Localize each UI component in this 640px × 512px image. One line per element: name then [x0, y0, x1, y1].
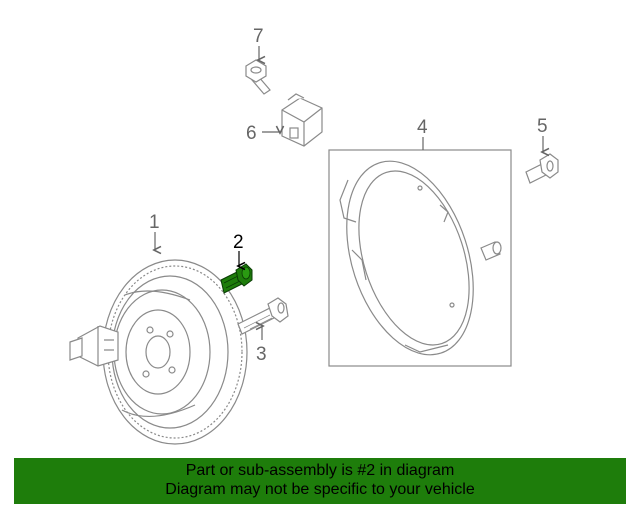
- callout-1: 1: [149, 212, 160, 233]
- callout-6: 6: [246, 123, 257, 144]
- callout-5: 5: [537, 116, 548, 137]
- info-banner: Part or sub-assembly is #2 in diagram Di…: [14, 458, 626, 504]
- banner-line-2: Diagram may not be specific to your vehi…: [165, 481, 475, 498]
- banner-line-1: Part or sub-assembly is #2 in diagram: [185, 462, 455, 479]
- bolt-part-3[interactable]: [237, 297, 289, 335]
- bolt-part-7[interactable]: [245, 59, 271, 95]
- bolt-part-2[interactable]: [220, 263, 253, 294]
- ring-gear-part-4[interactable]: [324, 145, 512, 371]
- callout-7: 7: [253, 26, 264, 47]
- callout-2: 2: [233, 232, 244, 253]
- sensor-part-6[interactable]: [281, 93, 323, 147]
- flywheel-part-1[interactable]: [69, 259, 248, 445]
- leader-lines: [155, 46, 543, 340]
- callout-3: 3: [256, 344, 267, 365]
- bolt-part-5[interactable]: [525, 153, 559, 184]
- callout-4: 4: [417, 117, 428, 138]
